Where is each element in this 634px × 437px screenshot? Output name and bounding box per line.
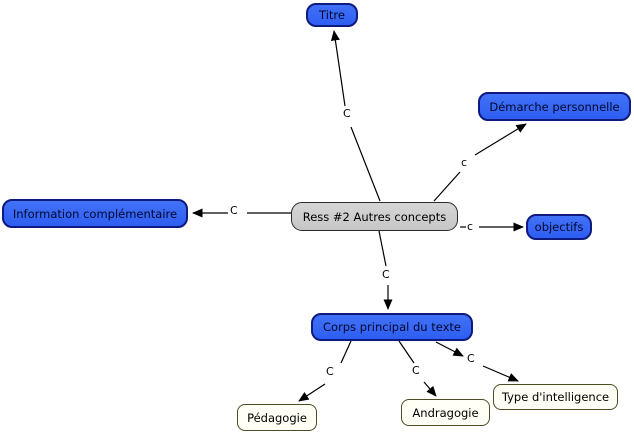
link-corps-pedagogie-seg2	[298, 383, 326, 402]
link-corps-andragogie-seg2	[423, 381, 437, 397]
concept-node-type-d-intelligence[interactable]: Type d'intelligence	[493, 384, 618, 410]
concept-node-pedagogie[interactable]: Pédagogie	[237, 404, 317, 431]
concept-node-corps-principal-du-texte[interactable]: Corps principal du texte	[311, 313, 473, 341]
concept-node-andragogie[interactable]: Andragogie	[401, 399, 490, 426]
link-central-corps-seg1	[378, 230, 387, 267]
link-label-central-to-objectifs[interactable]: c	[466, 220, 475, 233]
link-central-titre-seg1	[350, 126, 381, 202]
link-label-central-to-corps[interactable]: C	[381, 268, 391, 281]
link-corps-pedagogie-seg1	[340, 340, 352, 364]
link-corps-andragogie-seg1	[398, 340, 415, 364]
concept-node-demarche-personnelle[interactable]: Démarche personnelle	[478, 92, 631, 121]
concept-node-titre[interactable]: Titre	[306, 3, 358, 27]
link-central-titre-seg2	[330, 30, 346, 107]
concept-node-ress-2-autres-concepts[interactable]: Ress #2 Autres concepts	[291, 202, 458, 231]
link-label-corps-to-andragogie[interactable]: C	[411, 364, 421, 377]
link-central-demarche-seg2	[474, 123, 527, 156]
link-label-central-to-demarche[interactable]: c	[460, 156, 469, 169]
link-corps-typeintel-seg2	[482, 365, 519, 382]
link-label-corps-to-type-intelligence[interactable]: C	[466, 352, 476, 365]
link-corps-typeintel-seg1	[435, 341, 464, 357]
link-label-central-to-information[interactable]: C	[229, 204, 239, 217]
link-central-demarche-seg1	[433, 171, 461, 202]
link-label-central-to-titre[interactable]: C	[342, 107, 352, 120]
concept-node-objectifs[interactable]: objectifs	[526, 214, 592, 240]
link-label-corps-to-pedagogie[interactable]: C	[325, 365, 335, 378]
concept-node-information-complementaire[interactable]: Information complémentaire	[2, 199, 188, 228]
